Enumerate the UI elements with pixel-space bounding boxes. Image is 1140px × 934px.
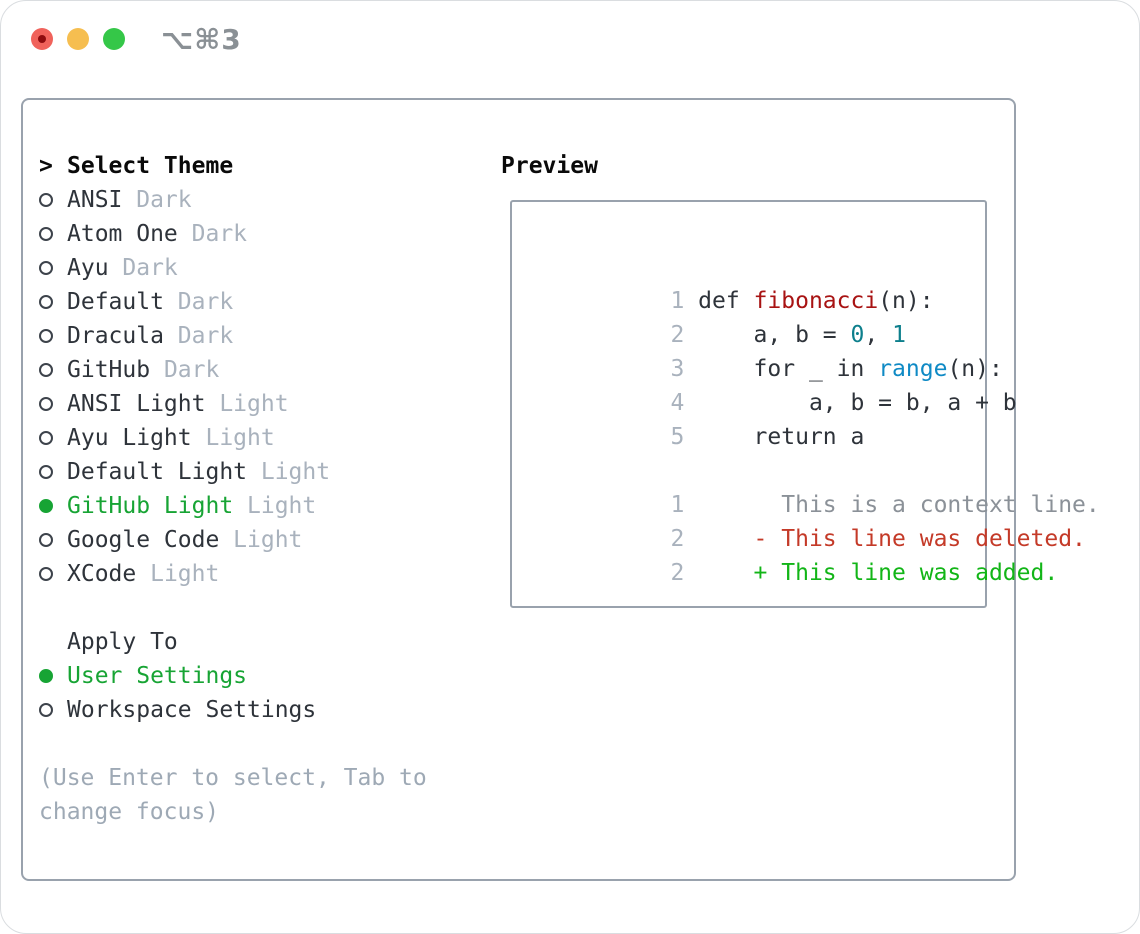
theme-variant: Dark — [136, 187, 192, 213]
radio-icon — [39, 227, 67, 241]
theme-option-github-dark[interactable]: GitHub Dark — [39, 353, 427, 387]
theme-name: Default Light — [67, 459, 248, 485]
radio-icon — [39, 533, 67, 547]
theme-variant: Light — [150, 561, 220, 587]
radio-icon — [39, 261, 67, 275]
theme-name: Google Code — [67, 527, 220, 553]
theme-option-ayu-light[interactable]: Ayu Light Light — [39, 421, 427, 455]
line-number: 1 — [670, 492, 685, 518]
preview-header: Preview — [501, 153, 598, 179]
spacer — [39, 591, 427, 625]
radio-icon — [39, 193, 67, 207]
line-number: 2 — [670, 560, 685, 586]
line-number: 1 — [670, 288, 685, 314]
radio-icon — [39, 397, 67, 411]
code-line: 2 a, b = 0, 1 — [532, 284, 1100, 348]
theme-name: GitHub — [67, 357, 151, 383]
theme-variant: Light — [233, 527, 303, 553]
diff-deleted-line: 2 - This line was deleted. — [532, 488, 1100, 552]
radio-icon — [39, 703, 67, 717]
spacer — [39, 727, 427, 761]
theme-picker-panel: > Select Theme ANSI Dark Atom One Dark A… — [21, 98, 1100, 881]
theme-option-ayu-dark[interactable]: Ayu Dark — [39, 251, 427, 285]
theme-name: ANSI — [67, 187, 123, 213]
theme-option-ansi-light[interactable]: ANSI Light Light — [39, 387, 427, 421]
theme-option-default-light[interactable]: Default Light Light — [39, 455, 427, 489]
line-number: 2 — [670, 526, 685, 552]
theme-option-xcode-light[interactable]: XCode Light — [39, 557, 427, 591]
select-theme-header: > Select Theme — [39, 149, 427, 183]
theme-option-atom-one-dark[interactable]: Atom One Dark — [39, 217, 427, 251]
select-theme-label: Select Theme — [67, 153, 234, 179]
code-line: 4 a, b = b, a + b — [532, 352, 1100, 416]
theme-option-dracula-dark[interactable]: Dracula Dark — [39, 319, 427, 353]
theme-name: Dracula — [67, 323, 164, 349]
theme-option-default-dark[interactable]: Default Dark — [39, 285, 427, 319]
theme-name: Ayu Light — [67, 425, 192, 451]
radio-icon — [39, 465, 67, 479]
diff-context-line: 1 This is a context line. — [532, 454, 1099, 518]
radio-icon — [39, 567, 67, 581]
theme-variant: Light — [260, 459, 331, 485]
theme-name: ANSI Light — [67, 391, 206, 417]
theme-variant: Light — [219, 391, 289, 417]
radio-icon — [39, 329, 67, 343]
apply-option-label: User Settings — [67, 663, 248, 689]
theme-variant: Dark — [177, 289, 234, 315]
apply-option-label: Workspace Settings — [67, 697, 317, 723]
radio-icon — [39, 295, 67, 309]
apply-option-workspace-settings[interactable]: Workspace Settings — [39, 693, 427, 727]
theme-name: XCode — [67, 561, 137, 587]
theme-name: Default — [67, 289, 164, 315]
code-line: 5 return a — [532, 386, 1100, 450]
zoom-button[interactable] — [103, 28, 125, 50]
theme-variant: Light — [205, 425, 275, 451]
hint-text-line2: change focus) — [39, 799, 220, 825]
apply-to-header: Apply To — [39, 625, 427, 659]
theme-option-github-light[interactable]: GitHub Light Light — [39, 489, 427, 523]
traffic-lights — [31, 28, 139, 50]
theme-list: > Select Theme ANSI Dark Atom One Dark A… — [39, 149, 427, 829]
theme-variant: Dark — [122, 255, 178, 281]
apply-option-user-settings[interactable]: User Settings — [39, 659, 427, 693]
theme-option-ansi-dark[interactable]: ANSI Dark — [39, 183, 427, 217]
hint-text-line1: (Use Enter to select, Tab to — [39, 765, 427, 791]
theme-option-google-code-light[interactable]: Google Code Light — [39, 523, 427, 557]
minimize-button[interactable] — [67, 28, 89, 50]
line-number: 4 — [670, 390, 685, 416]
line-number: 2 — [670, 322, 685, 348]
apply-to-label: Apply To — [67, 629, 178, 655]
line-number: 5 — [670, 424, 685, 450]
radio-icon — [39, 499, 67, 513]
theme-variant: Dark — [191, 221, 248, 247]
theme-variant: Light — [247, 493, 317, 519]
line-number: 3 — [670, 356, 685, 382]
close-button[interactable] — [31, 28, 53, 50]
theme-name: GitHub Light — [67, 493, 234, 519]
prompt-icon: > — [39, 153, 53, 179]
code-line: 3 for _ in range(n): — [532, 318, 1100, 382]
radio-icon — [39, 363, 67, 377]
radio-icon — [39, 669, 67, 683]
diff-added-line: 2 + This line was added. — [532, 522, 1100, 586]
radio-icon — [39, 431, 67, 445]
window-title: ⌥⌘3 — [161, 22, 242, 56]
theme-name: Ayu — [67, 255, 109, 281]
theme-variant: Dark — [177, 323, 234, 349]
theme-name: Atom One — [67, 221, 178, 247]
theme-variant: Dark — [163, 357, 220, 383]
titlebar: ⌥⌘3 — [1, 1, 1139, 77]
